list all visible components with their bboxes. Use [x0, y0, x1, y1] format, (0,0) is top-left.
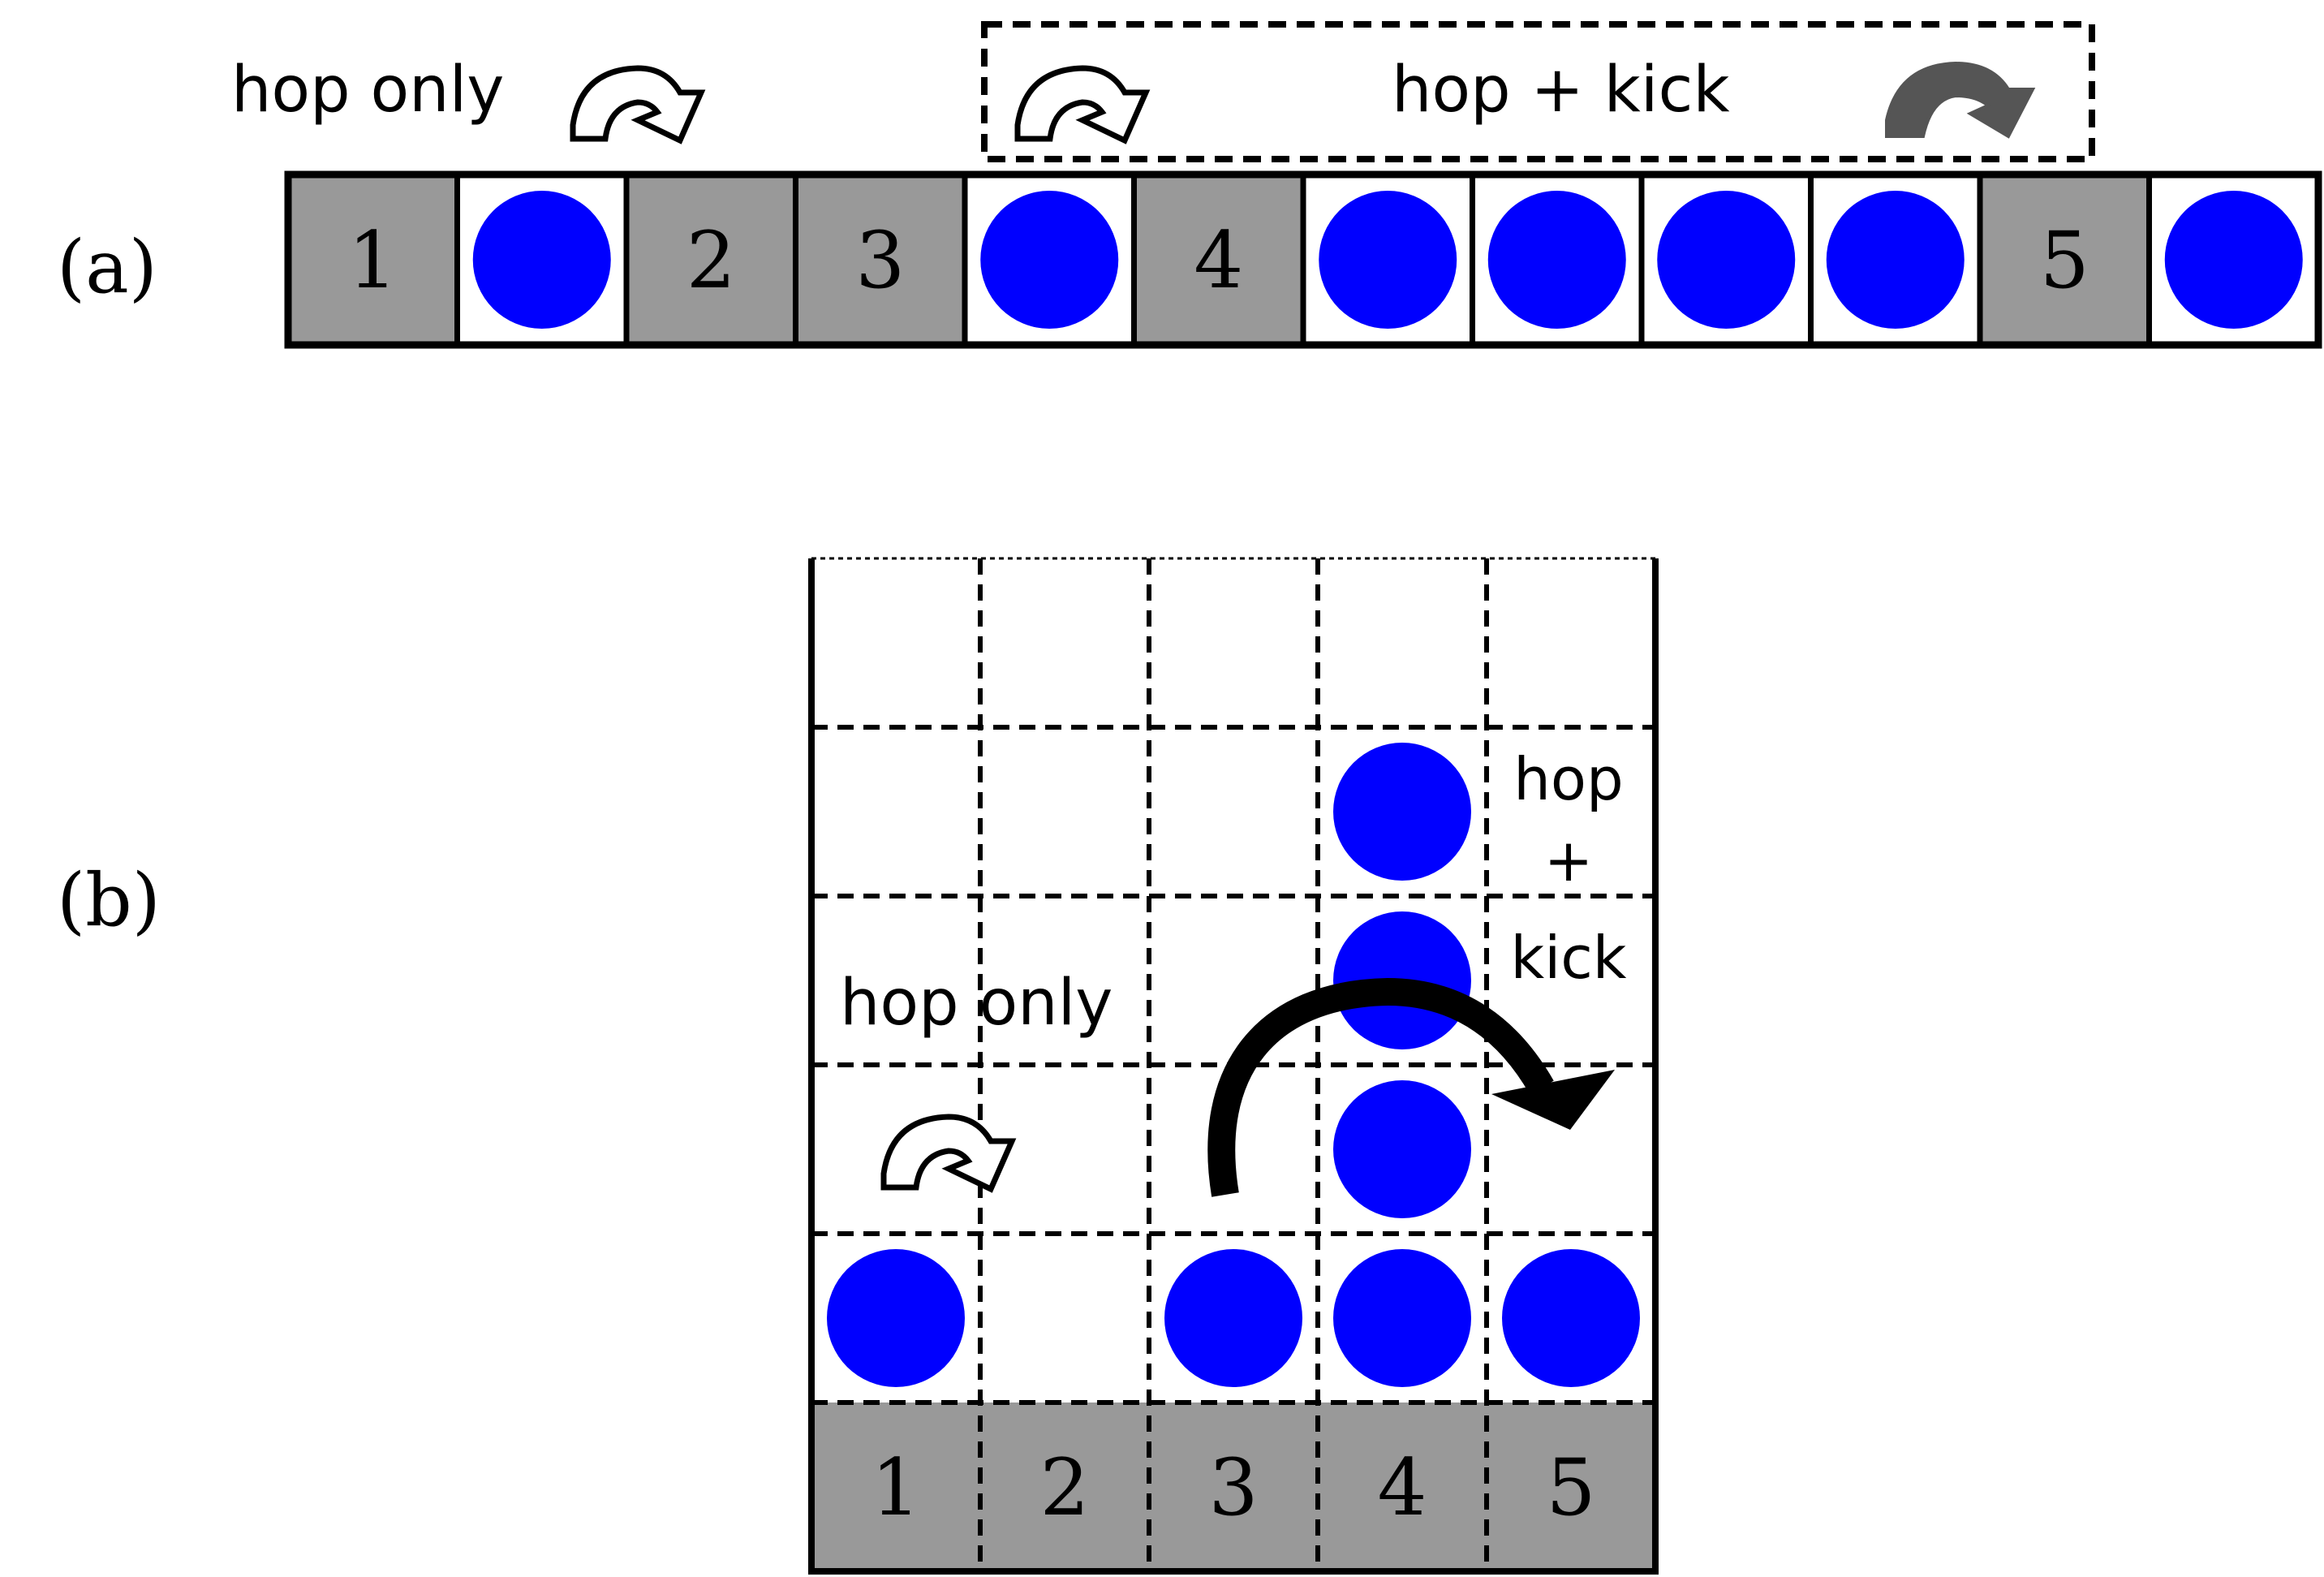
panel-a-hop-kick-label: hop + kick — [1392, 54, 1730, 127]
hop-kick-arrow-icon — [1018, 68, 1146, 140]
particle — [1164, 1249, 1302, 1387]
panel-b-kick-arrowhead-icon — [1491, 1070, 1615, 1130]
grid-base-label: 4 — [1377, 1442, 1427, 1533]
hop-kick-bracket — [981, 21, 2095, 162]
chain-site-label: 2 — [686, 215, 736, 306]
chain-site-label: 4 — [1194, 215, 1243, 306]
grid-base-label: 5 — [1546, 1442, 1595, 1533]
grid-base-label: 1 — [871, 1442, 920, 1533]
chain-border — [284, 170, 2322, 349]
hop-only-arrow-icon — [573, 68, 701, 140]
panel-a: (a) hop only hop + kick 1 2 3 4 5 — [57, 21, 2322, 349]
particle — [1333, 743, 1471, 881]
panel-b-hop-only-label: hop only — [840, 967, 1113, 1040]
panel-b-plus-label: + — [1544, 826, 1593, 894]
chain-site-label: 5 — [2040, 215, 2089, 306]
panel-b-kick-label: kick — [1511, 924, 1627, 992]
particle — [472, 191, 611, 329]
particle — [827, 1249, 965, 1387]
chain-site-label: 1 — [348, 215, 398, 306]
panel-b: (b) 1 2 3 4 5 hop only hop + kick — [57, 557, 1659, 1575]
chain-site-cell — [1131, 171, 1306, 348]
particle — [1826, 191, 1965, 329]
panel-b-hop-label: hop — [1513, 745, 1623, 813]
particle — [1333, 1249, 1471, 1387]
particle — [2164, 191, 2303, 329]
panel-b-kick-arc — [1207, 977, 1554, 1197]
panel-a-hop-only-label: hop only — [231, 54, 504, 127]
grid-base-label: 2 — [1039, 1442, 1089, 1533]
grid-base-label: 3 — [1208, 1442, 1258, 1533]
panel-b-hop-arrow-icon — [884, 1117, 1012, 1189]
particle — [1487, 191, 1626, 329]
panel-a-chain: 1 2 3 4 5 — [284, 170, 2322, 349]
chain-site-label: 3 — [855, 215, 905, 306]
grid-base-row — [811, 1402, 1655, 1571]
particle — [1333, 1080, 1471, 1218]
panel-a-label: (a) — [57, 225, 157, 310]
kick-arrow-icon — [1885, 61, 2036, 139]
panel-b-label: (b) — [57, 858, 161, 943]
particle — [1319, 191, 1457, 329]
particle — [1657, 191, 1796, 329]
chain-site-cell — [1977, 171, 2152, 348]
particle — [1502, 1249, 1640, 1387]
particle — [980, 191, 1119, 329]
